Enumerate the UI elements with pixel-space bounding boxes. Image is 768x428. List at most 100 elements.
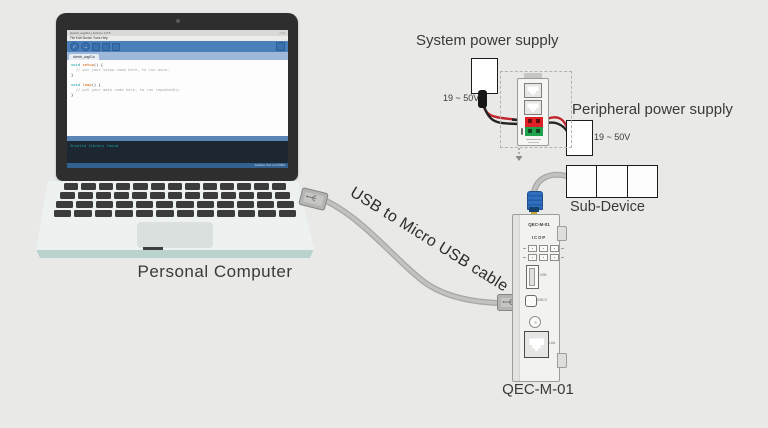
ide-toolbar: ✓ → xyxy=(67,41,288,52)
ide-tab-bar: sketch_aug01a xyxy=(67,52,288,60)
qec-lan-label: LAN xyxy=(549,341,556,345)
keyboard-key xyxy=(221,192,237,199)
open-sketch-icon xyxy=(102,42,110,51)
keyboard xyxy=(54,183,297,217)
qec-lan-port xyxy=(524,331,549,358)
keyboard-key xyxy=(77,192,93,199)
qec-usb-label: USB xyxy=(540,273,547,277)
rj45-port-icon xyxy=(524,83,542,98)
rj45-jack-shape xyxy=(527,103,539,112)
laptop-camera-dot xyxy=(176,19,180,23)
injector-down-arrow-head xyxy=(515,156,523,161)
keyboard-key xyxy=(135,210,154,217)
rj45-port-icon xyxy=(524,100,542,115)
rj45-jack-shape xyxy=(527,86,539,95)
sub-device-cable xyxy=(532,173,569,194)
laptop-base xyxy=(36,181,314,258)
qec-micro-usb-label: USB-D xyxy=(537,298,547,302)
keyboard-key xyxy=(94,210,113,217)
keyboard-key xyxy=(219,183,235,190)
upload-button-icon: → xyxy=(81,42,90,51)
keyboard-key xyxy=(64,183,79,190)
usb-a-connector xyxy=(298,187,329,211)
keyboard-key xyxy=(278,210,297,217)
keyboard-key xyxy=(156,201,174,208)
terminal-slot xyxy=(536,119,540,123)
peripheral-power-supply-box xyxy=(566,120,593,156)
qec-reset-button xyxy=(529,316,541,328)
terminal-pin xyxy=(528,245,537,252)
sub-device-box xyxy=(596,166,627,197)
terminal-pin xyxy=(539,254,548,261)
keyboard-key xyxy=(98,183,113,190)
keyboard-key xyxy=(76,201,94,208)
injector-label-line xyxy=(528,141,539,143)
system-psu-voltage: 19 ~ 50V xyxy=(443,93,480,103)
keyboard-key xyxy=(237,210,256,217)
keyboard-key xyxy=(203,192,219,199)
ide-menu-bar: File Edit Sketch Tools Help xyxy=(67,36,288,41)
personal-computer-label: Personal Computer xyxy=(137,262,293,281)
keyboard-key xyxy=(257,192,273,199)
keyboard-key xyxy=(115,183,131,190)
keyboard-key xyxy=(185,183,200,190)
keyboard-key xyxy=(54,210,72,217)
power-injector-device xyxy=(517,78,549,146)
terminal-pin xyxy=(550,254,559,261)
green-terminal-block xyxy=(525,127,543,136)
keyboard-key xyxy=(149,192,165,199)
injector-label-line xyxy=(526,139,541,141)
keyboard-key xyxy=(167,183,183,190)
keyboard-key xyxy=(56,201,74,208)
keyboard-key xyxy=(96,201,114,208)
sketch-tab: sketch_aug01a xyxy=(69,54,99,60)
keyboard-key xyxy=(236,201,254,208)
qec-device-label: QEC-M-01 xyxy=(502,381,574,398)
keyboard-key xyxy=(95,192,111,199)
terminal-slot xyxy=(528,119,532,123)
keyboard-key xyxy=(167,192,183,199)
laptop-base-trim xyxy=(36,250,314,258)
usb-cable-outline xyxy=(319,196,503,306)
keyboard-key xyxy=(136,201,154,208)
system-power-supply-box xyxy=(471,58,498,94)
terminal-pin xyxy=(539,245,548,252)
qec-name-plate: QEC-M-01 xyxy=(528,222,550,227)
qec-m-01-device: QEC-M-01 ICOP USB USB-D LAN xyxy=(512,214,560,382)
qec-mount-tab xyxy=(557,226,567,241)
ide-title-bar: sketch_aug01a | Arduino 1.8.5 – □ × xyxy=(67,30,288,36)
peripheral-power-supply-label: Peripheral power supply xyxy=(572,101,733,118)
peripheral-psu-voltage: 19 ~ 50V xyxy=(594,132,631,142)
dc-plug-connector xyxy=(478,90,487,108)
keyboard-key xyxy=(115,210,133,217)
sub-device-boxes xyxy=(566,165,658,198)
red-terminal-block xyxy=(525,117,543,127)
keyboard-key xyxy=(185,192,201,199)
qec-side-face xyxy=(513,215,520,381)
system-power-supply-label: System power supply xyxy=(416,32,559,49)
terminal-slot xyxy=(528,129,532,133)
ide-title-text: sketch_aug01a | Arduino 1.8.5 xyxy=(70,31,111,35)
power-mark-icon xyxy=(520,128,523,135)
window-controls-icons: – □ × xyxy=(278,31,285,35)
keyboard-key xyxy=(81,183,96,190)
terminal-pin xyxy=(528,254,537,261)
keyboard-key xyxy=(216,201,234,208)
icop-logo: ICOP xyxy=(531,235,547,240)
keyboard-key xyxy=(202,183,217,190)
usb-trident-icon xyxy=(305,195,317,202)
usb-port-slot xyxy=(529,268,535,286)
keyboard-key xyxy=(133,183,148,190)
keyboard-key xyxy=(275,192,290,199)
keyboard-key xyxy=(176,201,194,208)
qec-mount-tab xyxy=(557,353,567,368)
usb-cable-label: USB to Micro USB cable xyxy=(346,184,512,296)
ide-bottom-bar: Arduino Uno on COM1 xyxy=(67,163,288,168)
keyboard-key xyxy=(150,183,165,190)
sub-device-cable-outline xyxy=(531,171,570,195)
sub-device-box xyxy=(626,166,657,197)
arduino-ide-window: sketch_aug01a | Arduino 1.8.5 – □ × File… xyxy=(67,30,288,168)
injector-dashed-outline xyxy=(500,71,572,148)
keyboard-key xyxy=(276,201,294,208)
